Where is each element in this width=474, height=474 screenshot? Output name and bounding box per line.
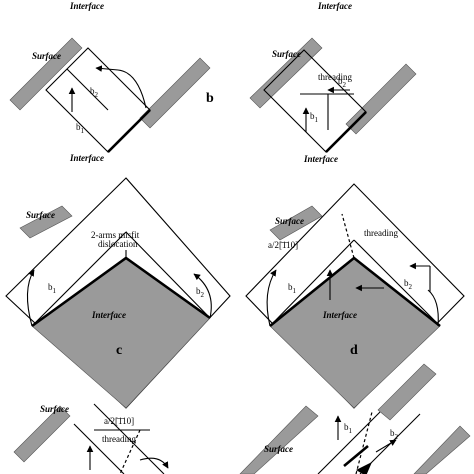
panel-c-label: c bbox=[116, 343, 122, 358]
interface-region-c bbox=[31, 257, 211, 409]
threading-label-e: threading bbox=[102, 434, 136, 444]
film-inner-edge-e bbox=[73, 423, 125, 474]
interface-label-c: Interface bbox=[91, 310, 126, 320]
b2-arrow-c bbox=[193, 273, 212, 319]
burgers-label-d: a/2[̄1̄10] bbox=[268, 240, 298, 250]
dislocation-curve-a bbox=[117, 69, 147, 109]
b2-arrow-a bbox=[95, 65, 119, 72]
top-right-fragment: Interface bbox=[317, 1, 352, 11]
surface-label-b: Surface bbox=[272, 49, 301, 59]
curve-right-d bbox=[427, 289, 439, 327]
slab-inner-line-a bbox=[66, 68, 109, 111]
surface-layer-b bbox=[249, 37, 323, 109]
surface-layer-e bbox=[13, 405, 71, 463]
threading-label-b: threading bbox=[318, 72, 352, 82]
surface-layer-a bbox=[9, 37, 83, 111]
b1-label-a: b1 bbox=[76, 122, 85, 135]
b1-label-b: b1 bbox=[310, 111, 319, 124]
surface-label-a: Surface bbox=[32, 51, 61, 61]
interface-layer-b bbox=[345, 63, 417, 135]
b2-label-d: b2 bbox=[404, 278, 413, 291]
threading-dashed-line-d bbox=[341, 213, 355, 259]
panel-e: a/2[̄1̄10] threading Surface bbox=[13, 403, 169, 474]
interface-layer-f2 bbox=[413, 425, 471, 474]
surface-label-d: Surface bbox=[275, 216, 304, 226]
b2-label-a: b2 bbox=[90, 86, 99, 99]
interface-layer-f1 bbox=[377, 363, 437, 421]
interface-label-top-right: Interface bbox=[317, 1, 352, 11]
misfit-segment-a bbox=[107, 109, 151, 153]
surface-layer-f bbox=[239, 405, 319, 474]
threading-label-d: threading bbox=[364, 228, 398, 238]
interface-label-b: Interface bbox=[303, 154, 338, 164]
surface-label-c: Surface bbox=[26, 210, 55, 220]
panel-f: b1 b2 Surface bbox=[239, 363, 471, 474]
inner-left-edge-c bbox=[31, 231, 127, 327]
b1-label-c: b1 bbox=[48, 282, 57, 295]
inner-right-edge-c bbox=[125, 231, 211, 319]
b1-arrow-d bbox=[266, 269, 277, 327]
b2-label-c: b2 bbox=[196, 286, 205, 299]
panel-b-label: b bbox=[206, 91, 214, 106]
threading-dashed-e bbox=[119, 429, 141, 474]
panel-d-label: d bbox=[350, 343, 358, 358]
panel-a: b2 b1 Surface Interface bbox=[9, 37, 211, 163]
b2-arrow-f bbox=[375, 439, 397, 453]
misfit-segment-b bbox=[325, 111, 367, 153]
film-edge-f bbox=[317, 411, 381, 474]
film-edge-e bbox=[93, 403, 165, 474]
b1-label-f: b1 bbox=[344, 422, 353, 435]
b1-arrow-c bbox=[26, 269, 35, 327]
inner-right-edge-d bbox=[353, 239, 441, 327]
burgers-label-e: a/2[̄1̄10] bbox=[104, 416, 134, 426]
misfit-segment-f bbox=[343, 445, 369, 467]
top-left-fragment: Interface bbox=[69, 1, 104, 11]
b2-label-f: b2 bbox=[390, 428, 399, 441]
curve-arrow-e bbox=[139, 457, 169, 469]
panel-c: b1 b2 2-arms misfit dislocation Surface … bbox=[5, 177, 231, 409]
panel-d: b1 b2 threading a/2[̄1̄10] Surface Inter… bbox=[245, 183, 465, 409]
misfit-label-line1: 2-arms misfit bbox=[91, 230, 140, 240]
interface-layer-a bbox=[139, 57, 211, 129]
surface-label-e: Surface bbox=[40, 404, 69, 414]
surface-layer-d bbox=[269, 205, 323, 241]
surface-layer-c bbox=[19, 205, 73, 239]
interface-label-top-left: Interface bbox=[69, 1, 104, 11]
surface-label-f: Surface bbox=[264, 444, 293, 454]
interface-label-a: Interface bbox=[69, 153, 104, 163]
b2-label-b: b2 bbox=[338, 76, 347, 89]
interface-label-d: Interface bbox=[322, 310, 357, 320]
large-arrowhead-f bbox=[356, 462, 372, 474]
b1-label-d: b1 bbox=[288, 282, 297, 295]
panel-b: threading b2 b1 Surface Interface bbox=[249, 37, 417, 164]
inner-left-edge-d bbox=[269, 239, 355, 327]
film-slab-b bbox=[263, 49, 367, 153]
misfit-label-line2: dislocation bbox=[98, 239, 138, 249]
